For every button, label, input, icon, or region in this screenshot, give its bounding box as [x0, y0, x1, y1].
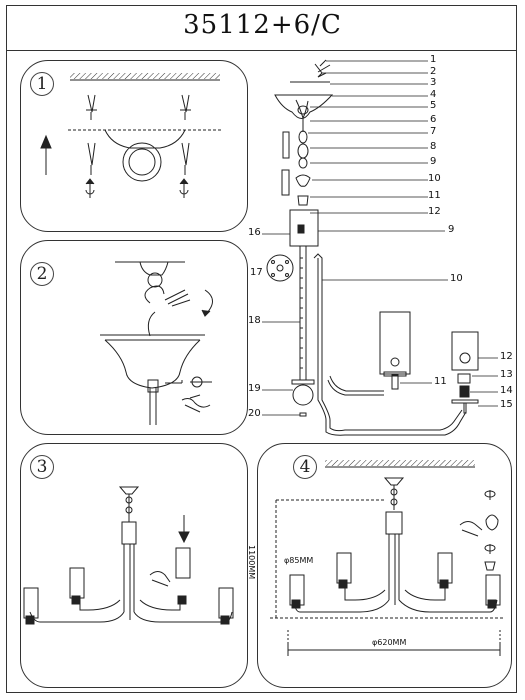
callout-6: 6: [430, 114, 437, 125]
callout-12b: 12: [500, 351, 513, 362]
callout-10: 10: [428, 173, 441, 184]
callout-7: 7: [430, 126, 437, 137]
callout-3: 3: [430, 77, 437, 88]
callout-17: 17: [250, 267, 263, 278]
callout-14: 14: [500, 385, 513, 396]
callout-19: 19: [248, 383, 261, 394]
step-1-panel: [20, 60, 248, 232]
callout-11b: 11: [434, 376, 447, 387]
step-4-drawing: [270, 460, 505, 656]
callout-16: 16: [248, 227, 261, 238]
callout-9b: 9: [448, 224, 455, 235]
page-frame: [6, 5, 517, 693]
callout-10b: 10: [450, 273, 463, 284]
main-exploded-view: [266, 59, 479, 436]
title-divider: [6, 50, 517, 51]
step-2-panel: [20, 240, 248, 435]
step-1-drawing: [40, 73, 222, 198]
callout-1: 1: [430, 54, 437, 65]
dimension-shade-diameter: φ85MM: [284, 556, 314, 565]
dimension-height: 1100MM: [247, 545, 256, 580]
callout-2: 2: [430, 66, 437, 77]
step-1-number: 1: [30, 72, 54, 96]
model-title: 35112+6/C: [183, 10, 342, 40]
callout-9: 9: [430, 156, 437, 167]
step-3-drawing: [23, 486, 234, 625]
callout-15: 15: [500, 399, 513, 410]
callout-11: 11: [428, 190, 441, 201]
step-2-drawing: [100, 261, 213, 425]
step-3-panel: [20, 443, 248, 688]
callout-8: 8: [430, 141, 437, 152]
step-2-number: 2: [30, 262, 54, 286]
callout-5: 5: [430, 100, 437, 111]
callout-20: 20: [248, 408, 261, 419]
step-4-number: 4: [293, 455, 317, 479]
step-4-panel: [257, 443, 512, 688]
callout-12: 12: [428, 206, 441, 217]
callout-4: 4: [430, 89, 437, 100]
callout-13: 13: [500, 369, 513, 380]
step-3-number: 3: [30, 455, 54, 479]
callout-18: 18: [248, 315, 261, 326]
dimension-width: φ620MM: [372, 638, 407, 647]
